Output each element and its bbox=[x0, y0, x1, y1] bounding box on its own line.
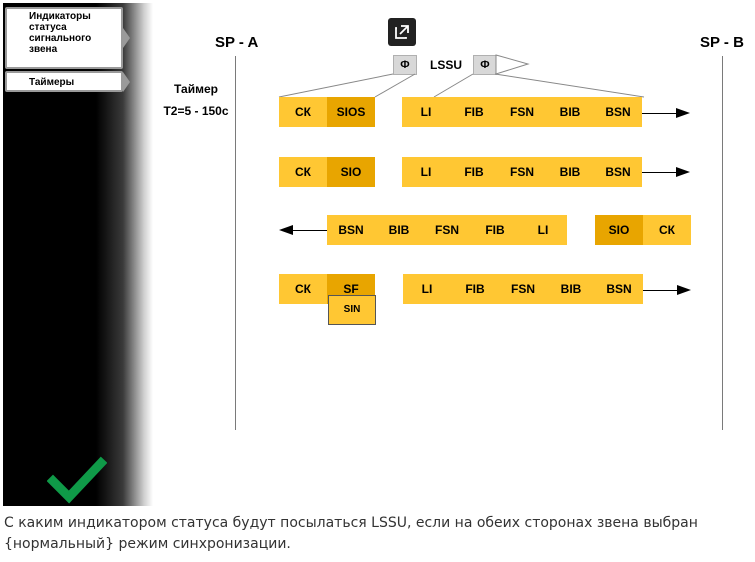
cell-bib: BIB bbox=[559, 105, 581, 119]
timer-title: Таймер bbox=[174, 82, 218, 96]
frame-row2-left: СК SIO bbox=[279, 157, 375, 187]
cell-li: LI bbox=[421, 282, 433, 296]
cell-bsn: BSN bbox=[606, 282, 632, 296]
diagram: SP - A SP - B Таймер T2=5 - 150с Ф LSSU … bbox=[150, 0, 755, 500]
sp-b-label: SP - B bbox=[700, 34, 744, 51]
cell-ck: СК bbox=[295, 105, 311, 119]
frame-row1-right: LI FIB FSN BIB BSN bbox=[402, 97, 642, 127]
lssu-label: LSSU bbox=[430, 58, 463, 72]
cell-fib: FIB bbox=[464, 165, 484, 179]
arrow-row2 bbox=[642, 172, 676, 173]
cell-ck: СК bbox=[295, 282, 311, 296]
frame-row1-left: СК SIOS bbox=[279, 97, 375, 127]
frame-row4-right: LI FIB FSN BIB BSN bbox=[403, 274, 643, 304]
arrow-right-icon bbox=[677, 285, 691, 295]
cell-bib: BIB bbox=[559, 165, 581, 179]
sidebar: Индикаторы статуса сигнального звена Тай… bbox=[3, 3, 153, 506]
tab-status-indicators-label: Индикаторы статуса сигнального звена bbox=[29, 11, 92, 55]
cell-bib: BIB bbox=[388, 223, 410, 237]
cell-fsn: FSN bbox=[511, 282, 535, 296]
cell-fib: FIB bbox=[465, 282, 485, 296]
cell-bsn: BSN bbox=[605, 105, 631, 119]
cell-sio: SIO bbox=[595, 215, 643, 245]
arrow-right-icon bbox=[676, 108, 690, 118]
cell-fsn: FSN bbox=[510, 105, 534, 119]
sin-box[interactable]: SIN bbox=[328, 295, 376, 325]
open-external-button[interactable] bbox=[388, 18, 416, 46]
cell-ck: СК bbox=[659, 223, 675, 237]
timer-value: T2=5 - 150с bbox=[163, 104, 229, 118]
frame-row3-right: SIO СК bbox=[595, 215, 691, 245]
sp-a-line bbox=[235, 56, 236, 430]
external-link-icon bbox=[395, 25, 409, 39]
frame-row3-left: BSN BIB FSN FIB LI bbox=[327, 215, 567, 245]
cell-li: LI bbox=[537, 223, 549, 237]
cell-bsn: BSN bbox=[338, 223, 364, 237]
arrow-left-icon bbox=[279, 225, 293, 235]
tab-timers-label: Таймеры bbox=[29, 77, 75, 88]
cell-ck: СК bbox=[295, 165, 311, 179]
cell-li: LI bbox=[420, 165, 432, 179]
arrow-right-icon bbox=[676, 167, 690, 177]
checkmark-icon[interactable] bbox=[47, 455, 107, 505]
tab-status-indicators[interactable]: Индикаторы статуса сигнального звена bbox=[5, 7, 123, 69]
cell-sio: SIO bbox=[327, 157, 375, 187]
cell-fib: FIB bbox=[464, 105, 484, 119]
sp-b-line bbox=[722, 56, 723, 430]
frame-row2-right: LI FIB FSN BIB BSN bbox=[402, 157, 642, 187]
cell-fib: FIB bbox=[485, 223, 505, 237]
question-text: С каким индикатором статуса будут посыла… bbox=[4, 515, 698, 552]
arrow-row4 bbox=[643, 290, 677, 291]
sp-a-label: SP - A bbox=[215, 34, 259, 51]
arrow-row1 bbox=[642, 113, 676, 114]
cell-bib: BIB bbox=[560, 282, 582, 296]
phi-box-left: Ф bbox=[393, 55, 417, 75]
cell-fsn: FSN bbox=[510, 165, 534, 179]
cell-li: LI bbox=[420, 105, 432, 119]
cell-sios: SIOS bbox=[327, 97, 375, 127]
tab-timers[interactable]: Таймеры bbox=[5, 71, 123, 92]
cell-bsn: BSN bbox=[605, 165, 631, 179]
lssu-expansion-lines bbox=[278, 54, 645, 98]
cell-fsn: FSN bbox=[435, 223, 459, 237]
arrow-row3 bbox=[293, 230, 327, 231]
